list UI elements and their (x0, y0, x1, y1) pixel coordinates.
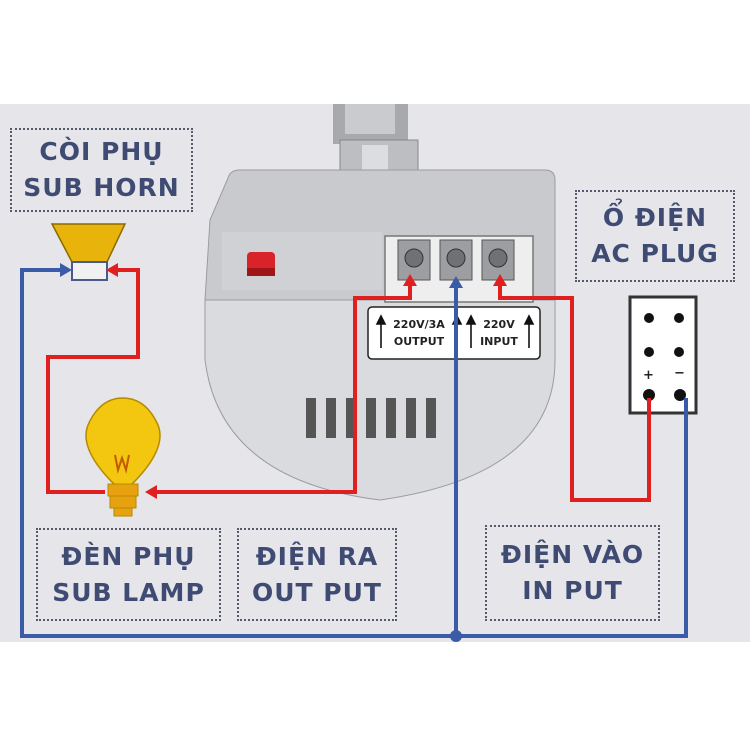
blue-wires (20, 268, 688, 638)
plug-label-vi: Ổ ĐIỆN (602, 203, 708, 232)
input-name: INPUT (480, 335, 518, 348)
horn-icon (50, 223, 127, 281)
horn-label-en: SUB HORN (23, 173, 180, 202)
input-rating: 220V (483, 318, 515, 331)
red-arrowheads (106, 263, 507, 499)
output-terminal-label: 220V/3A OUTPUT (388, 318, 450, 348)
plug-label: Ổ ĐIỆN AC PLUG (575, 190, 735, 282)
lamp-label-en: SUB LAMP (52, 577, 205, 607)
red-wire-output-lamp (150, 280, 412, 494)
lamp-icon (85, 397, 161, 517)
ac-plug-icon (628, 295, 698, 415)
output-name: OUTPUT (393, 335, 445, 348)
input-label-en: IN PUT (522, 576, 623, 605)
output-rating: 220V/3A (393, 318, 445, 331)
sensor-device (204, 104, 556, 501)
horn-label: CÒI PHỤ SUB HORN (10, 128, 193, 212)
horn-label-vi: CÒI PHỤ (39, 137, 164, 166)
terminal-block (384, 235, 534, 303)
wire-junction (450, 630, 462, 642)
output-label: ĐIỆN RA OUT PUT (237, 528, 397, 621)
output-label-en: OUT PUT (252, 577, 382, 607)
output-label-vi: ĐIỆN RA (255, 541, 379, 571)
plug-plus-sign: + (643, 368, 654, 383)
input-terminal-label: 220V INPUT (470, 318, 528, 348)
plug-minus-sign: − (674, 366, 685, 381)
plug-label-en: AC PLUG (591, 239, 719, 268)
input-label-vi: ĐIỆN VÀO (500, 540, 645, 569)
lamp-label-vi: ĐÈN PHỤ (61, 541, 196, 571)
red-wire-horn-lamp (46, 268, 140, 494)
red-wire-input-plug (498, 280, 651, 502)
blue-wire-common (20, 268, 688, 638)
red-wires (46, 268, 651, 502)
blue-arrowheads (60, 263, 463, 642)
input-label: ĐIỆN VÀO IN PUT (485, 525, 660, 621)
lamp-label: ĐÈN PHỤ SUB LAMP (36, 528, 221, 621)
vent-slots (306, 398, 436, 438)
